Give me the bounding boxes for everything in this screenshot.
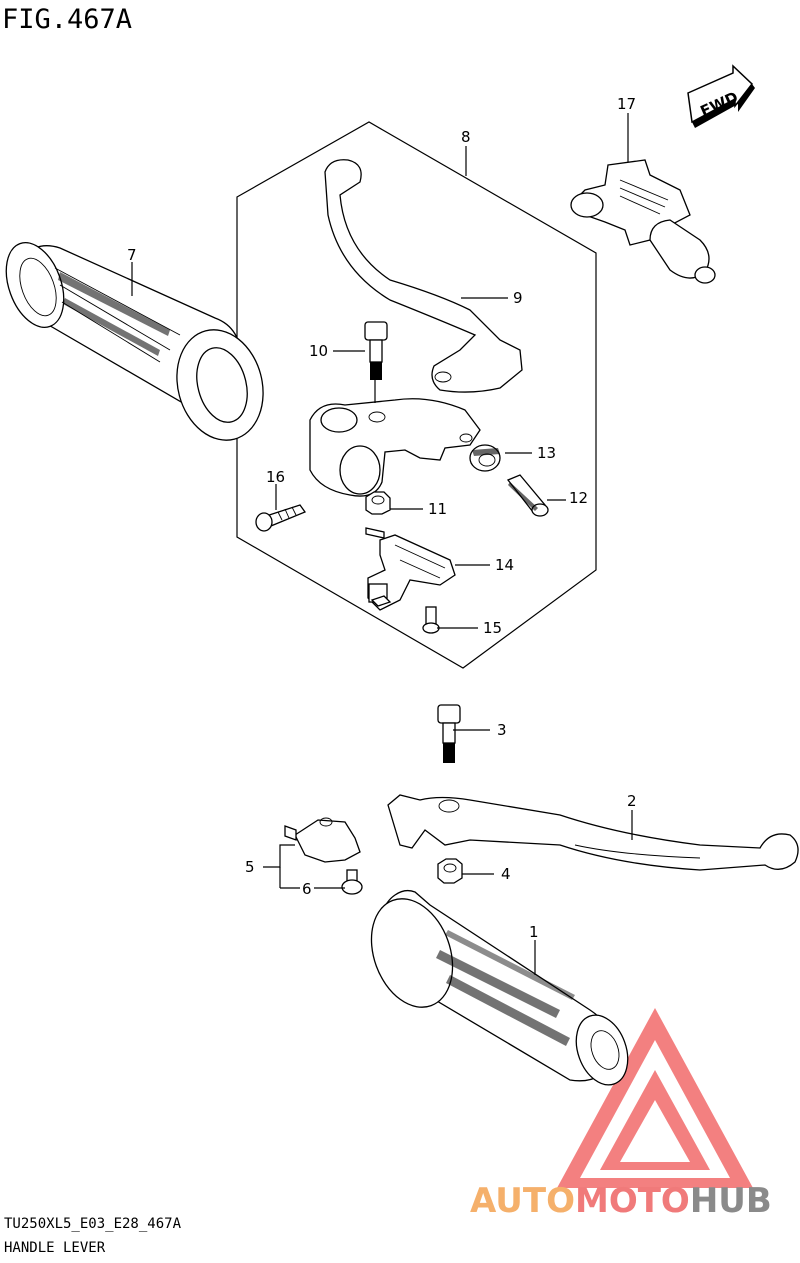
part-4-nut — [437, 858, 463, 884]
part-1-right-grip — [370, 889, 629, 1086]
callout-17: 17 — [617, 95, 636, 113]
callout-13: 13 — [537, 444, 556, 462]
fwd-arrow-icon: FWD — [687, 64, 755, 128]
part-9-clutch-lever — [324, 159, 523, 393]
callout-8: 8 — [461, 128, 471, 146]
callout-16: 16 — [266, 468, 285, 486]
callout-11: 11 — [428, 500, 447, 518]
figure-name: HANDLE LEVER — [4, 1240, 106, 1256]
callout-10: 10 — [309, 342, 328, 360]
watermark-part-moto: MOTO — [575, 1181, 690, 1221]
leader-lines — [131, 113, 633, 975]
part-2-brake-lever — [387, 794, 799, 871]
callout-7: 7 — [127, 246, 137, 264]
callout-9: 9 — [513, 289, 523, 307]
callout-3: 3 — [497, 721, 507, 739]
callout-2: 2 — [627, 792, 637, 810]
part-17-lever-cover — [570, 159, 716, 284]
callout-14: 14 — [495, 556, 514, 574]
callout-5: 5 — [245, 858, 255, 876]
watermark-part-auto: AUTO — [470, 1181, 575, 1221]
callout-12: 12 — [569, 489, 588, 507]
watermark-part-hub: HUB — [690, 1181, 772, 1221]
watermark-text: AUTOMOTOHUB — [470, 1181, 772, 1221]
callout-1: 1 — [529, 923, 539, 941]
figure-code: TU250XL5_E03_E28_467A — [4, 1216, 182, 1232]
part-3-bolt — [437, 704, 461, 763]
callout-4: 4 — [501, 865, 511, 883]
part-15-screw — [422, 606, 440, 634]
part-12-adjuster-bolt — [506, 474, 549, 517]
assembly-box-8 — [236, 121, 597, 669]
watermark-logo — [557, 1008, 753, 1188]
part-16-screw — [255, 504, 307, 532]
figure-title: FIG.467A — [2, 4, 133, 35]
part-14-clutch-switch — [365, 527, 456, 611]
part-13-adjuster-nut — [469, 444, 501, 472]
part-10-bolt — [364, 321, 388, 380]
callout-6: 6 — [302, 880, 312, 898]
callout-15: 15 — [483, 619, 502, 637]
lever-holder — [309, 398, 481, 497]
part-5-brake-switch — [284, 817, 361, 863]
part-11-nut — [365, 491, 391, 515]
part-6-screw — [341, 869, 363, 895]
part-7-left-grip — [5, 242, 264, 441]
callout-labels: 1 2 3 4 5 6 7 8 9 10 11 12 13 14 15 16 1… — [127, 95, 637, 941]
